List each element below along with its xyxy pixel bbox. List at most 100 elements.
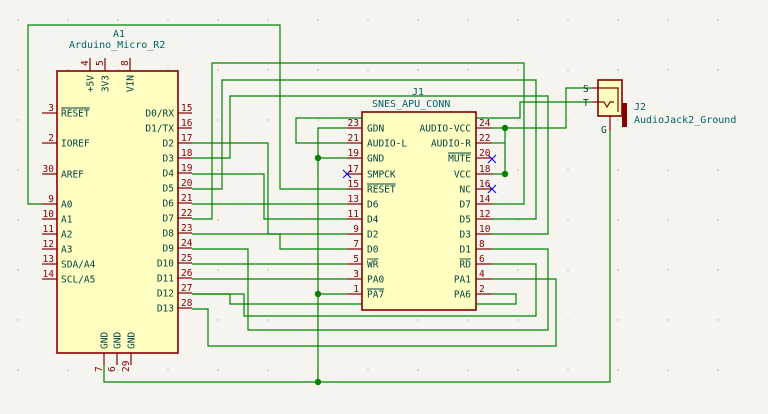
- audio-jack-sleeve-icon: [598, 87, 619, 112]
- audio-jack-symbol[interactable]: J2 AudioJack2_Ground S T G: [583, 79, 736, 136]
- wire-gdn: [317, 127, 347, 159]
- arduino-pin-number: 15: [181, 103, 192, 114]
- connector-pin-number: 19: [348, 148, 360, 159]
- arduino-pin-number: 26: [181, 268, 193, 279]
- connector-pin-number: 8: [479, 239, 485, 250]
- connector-pin-d7: D7: [460, 200, 471, 211]
- connector-pin-wr: WR: [367, 260, 379, 271]
- arduino-pin-number: 20: [181, 178, 193, 189]
- arduino-pin-d11: D11: [157, 274, 174, 285]
- connector-pin-number: 5: [353, 254, 359, 265]
- arduino-pin-d5: D5: [163, 184, 174, 195]
- arduino-pin-d7: D7: [163, 214, 174, 225]
- connector-pin-audio-vcc: AUDIO-VCC: [420, 124, 471, 135]
- connector-pin-gdn: GDN: [367, 124, 384, 135]
- arduino-pin-number: 2: [48, 133, 54, 144]
- connector-pin-number: 13: [348, 194, 359, 205]
- connector-pin-pa1: PA1: [454, 275, 471, 286]
- arduino-pin-number: 12: [43, 239, 54, 250]
- arduino-pin-number: 28: [181, 298, 193, 309]
- arduino-pin-a1: A1: [61, 215, 73, 226]
- arduino-pin-number: 29: [121, 360, 132, 372]
- arduino-pin-number: 25: [181, 253, 192, 264]
- arduino-pin-d9: D9: [163, 244, 175, 255]
- wire-ground-return: [103, 131, 611, 383]
- connector-pin-number: 9: [353, 224, 359, 235]
- arduino-pin-d0-rx: D0/RX: [145, 109, 174, 120]
- arduino-pin-aref: AREF: [61, 170, 84, 181]
- wire-audio-vcc-to-jack-sleeve: [492, 87, 592, 129]
- arduino-pin-number: 22: [181, 208, 192, 219]
- connector-pin-number: 7: [353, 239, 359, 250]
- wire-d4: [192, 173, 347, 220]
- connector-pin-mute: MUTE: [448, 154, 471, 165]
- arduino-pin-number: 17: [181, 133, 192, 144]
- arduino-pin-number: 23: [181, 223, 192, 234]
- junction-dot: [501, 170, 509, 178]
- wire-d9: [192, 248, 549, 331]
- arduino-pin-d3: D3: [163, 154, 174, 165]
- connector-pin-pa7: PA7: [367, 290, 384, 301]
- connector-pin-d4: D4: [367, 215, 379, 226]
- junction-dot: [314, 378, 322, 386]
- arduino-pin-d13: D13: [157, 304, 174, 315]
- wire-d7: [192, 62, 525, 220]
- arduino-pin-number: 13: [43, 254, 54, 265]
- connector-pin-number: 3: [353, 269, 359, 280]
- wire-d12: [192, 263, 537, 317]
- audio-jack-pin-s: S: [583, 84, 589, 95]
- arduino-pin-scl-a5: SCL/A5: [61, 275, 95, 286]
- arduino-pin-number: 7: [94, 366, 105, 372]
- connector-pin-number: 20: [479, 148, 491, 159]
- connector-pin-nc: NC: [460, 185, 471, 196]
- connector-pin-number: 17: [348, 164, 359, 175]
- arduino-pin-d4: D4: [163, 169, 175, 180]
- connector-pin-vcc: VCC: [454, 170, 471, 181]
- connector-pin-d3: D3: [460, 230, 471, 241]
- wire-a0-to-reset: [27, 24, 347, 205]
- wire-d5: [192, 79, 537, 220]
- connector-pin-number: 1: [353, 284, 359, 295]
- junctions: [314, 124, 509, 386]
- arduino-pin-gnd: GND: [113, 332, 124, 349]
- arduino-pin-5v: +5V: [86, 75, 97, 92]
- arduino-pin-gnd: GND: [100, 332, 111, 349]
- connector-pin-number: 11: [348, 209, 360, 220]
- connector-pin-number: 6: [479, 254, 485, 265]
- arduino-pin-d2: D2: [163, 139, 174, 150]
- arduino-pin-number: 4: [80, 60, 91, 66]
- wire-vcc-bus: [492, 128, 506, 175]
- connector-pin-number: 18: [479, 164, 491, 175]
- connector-pin-smpck: SMPCK: [367, 170, 396, 181]
- arduino-pin-number: 21: [181, 193, 193, 204]
- connector-pin-number: 14: [479, 194, 491, 205]
- audio-jack-value: AudioJack2_Ground: [634, 115, 736, 126]
- arduino-value: Arduino_Micro_R2: [69, 40, 165, 51]
- arduino-pin-number: 14: [43, 269, 55, 280]
- connector-pin-number: 16: [479, 179, 491, 190]
- arduino-pin-a0: A0: [61, 200, 73, 211]
- arduino-pin-number: 5: [95, 60, 106, 66]
- connector-pin-d0: D0: [367, 245, 379, 256]
- arduino-pin-number: 11: [43, 224, 55, 235]
- connector-pin-number: 23: [348, 118, 359, 129]
- arduino-pin-sda-a4: SDA/A4: [61, 260, 96, 271]
- connector-pin-reset: RESET: [367, 185, 396, 196]
- connector-pin-audio-r: AUDIO-R: [431, 139, 471, 150]
- arduino-pin-number: 18: [181, 148, 193, 159]
- connector-pin-number: 22: [479, 133, 490, 144]
- connector-pin-audio-l: AUDIO-L: [367, 139, 407, 150]
- arduino-pin-vin: VIN: [126, 75, 137, 92]
- connector-pin-pa0: PA0: [367, 275, 384, 286]
- arduino-pin-d6: D6: [163, 199, 175, 210]
- arduino-pin-number: 8: [120, 60, 131, 66]
- connector-pin-d5: D5: [460, 215, 471, 226]
- junction-dot: [501, 124, 509, 132]
- connector-pin-number: 21: [348, 133, 360, 144]
- junction-dot: [314, 154, 322, 162]
